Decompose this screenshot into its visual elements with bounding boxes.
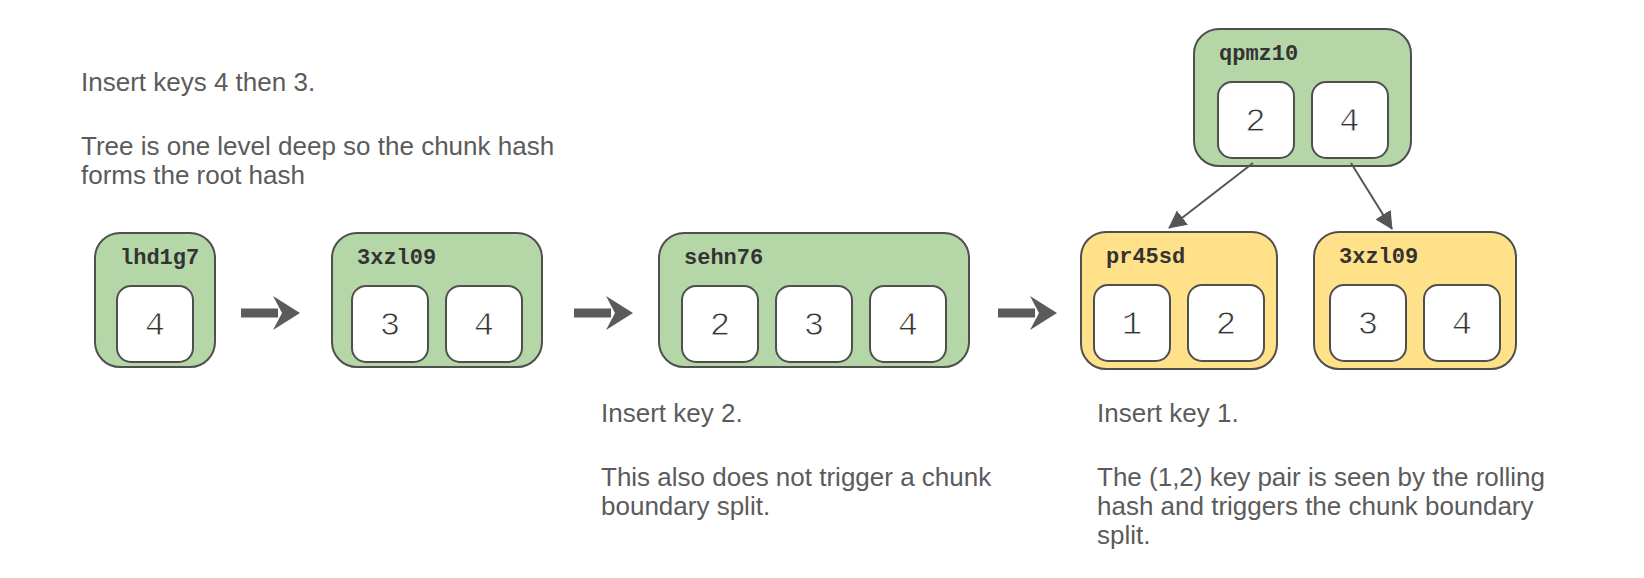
note-line: split. (1097, 521, 1545, 550)
note-line: This also does not trigger a chunk (601, 463, 991, 492)
chunk-hash-label: 3xzl09 (1339, 245, 1515, 270)
key-cell: 3 (351, 285, 429, 363)
chunk-hash-label: lhd1g7 (120, 246, 214, 271)
key-cell: 3 (775, 285, 853, 363)
key-cell: 2 (1217, 81, 1295, 159)
note-line: Tree is one level deep so the chunk hash (81, 132, 554, 161)
arrow-right-icon (997, 295, 1059, 331)
note-line: forms the root hash (81, 161, 554, 190)
note-line: hash and triggers the chunk boundary (1097, 492, 1545, 521)
key-cell: 4 (116, 285, 194, 363)
arrow-right-icon (240, 295, 302, 331)
key-cell: 2 (681, 285, 759, 363)
chunk-hash-label: pr45sd (1106, 245, 1276, 270)
key-cell: 4 (869, 285, 947, 363)
note-line: The (1,2) key pair is seen by the rollin… (1097, 463, 1545, 492)
chunk-lhd1g7: lhd1g7 4 (94, 232, 216, 368)
chunk-hash-label: sehn76 (684, 246, 968, 271)
chunk-hash-label: qpmz10 (1219, 42, 1410, 67)
split-arrow-left (1169, 163, 1253, 228)
key-cell: 4 (1423, 284, 1501, 362)
note-insert-key-2: Insert key 2. This also does not trigger… (601, 399, 991, 556)
chunk-hash-label: 3xzl09 (357, 246, 541, 271)
split-arrow-right (1351, 163, 1392, 229)
chunk-3xzl09-yellow: 3xzl09 3 4 (1313, 231, 1517, 370)
note-line: Insert key 2. (601, 399, 991, 428)
key-cell: 1 (1093, 284, 1171, 362)
arrow-right-icon (573, 295, 635, 331)
note-line: Insert key 1. (1097, 399, 1545, 428)
note-insert-key-1: Insert key 1. The (1,2) key pair is seen… (1097, 399, 1545, 578)
key-cell: 3 (1329, 284, 1407, 362)
note-line: Insert keys 4 then 3. (81, 68, 554, 97)
note-insert-keys-4-3: Insert keys 4 then 3. Tree is one level … (81, 68, 554, 225)
chunk-3xzl09-green: 3xzl09 3 4 (331, 232, 543, 368)
key-cell: 4 (1311, 81, 1389, 159)
chunk-sehn76: sehn76 2 3 4 (658, 232, 970, 368)
chunk-pr45sd: pr45sd 1 2 (1080, 231, 1278, 370)
chunk-qpmz10-root: qpmz10 2 4 (1193, 28, 1412, 167)
key-cell: 4 (445, 285, 523, 363)
note-line: boundary split. (601, 492, 991, 521)
key-cell: 2 (1187, 284, 1265, 362)
